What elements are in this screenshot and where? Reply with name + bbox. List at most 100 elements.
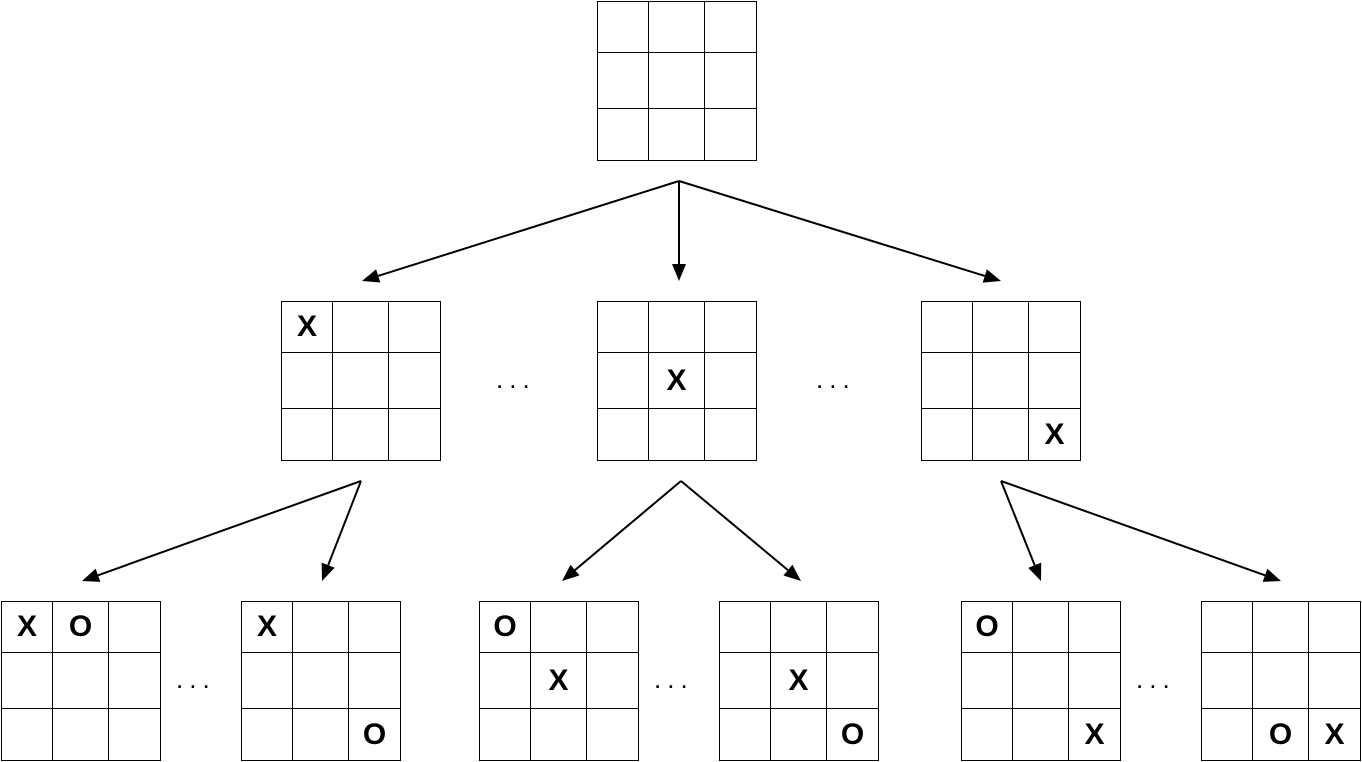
board-cell (648, 408, 705, 461)
board-cell (972, 408, 1029, 461)
board-cell: X (1, 601, 53, 653)
board-cell: X (770, 652, 827, 709)
arrowhead (1028, 562, 1042, 581)
board-cell (1, 652, 53, 709)
board-cell (281, 408, 333, 461)
arrowhead (82, 568, 101, 582)
board-cell (1068, 601, 1121, 653)
board-cell: X (530, 652, 587, 709)
board-cell (388, 301, 441, 353)
board-cell (1201, 601, 1253, 653)
board-cell (961, 708, 1013, 761)
arrowhead (783, 564, 801, 581)
arrowhead (362, 269, 381, 283)
board-cell (921, 352, 973, 409)
board-cell: X (648, 352, 705, 409)
board-cell (530, 708, 587, 761)
board-cell (921, 408, 973, 461)
arrowhead (562, 564, 580, 581)
board-cell (704, 108, 757, 161)
board-cell (719, 708, 771, 761)
board-cell (1028, 352, 1081, 409)
board-cell: O (479, 601, 531, 653)
board-cell (648, 301, 705, 353)
board-cell (1012, 601, 1069, 653)
tree-edge (1000, 480, 1266, 577)
board-cell (292, 708, 349, 761)
board-cell (332, 301, 389, 353)
board-cell (108, 601, 161, 653)
board-l1-b: X (597, 301, 757, 461)
board-cell (704, 352, 757, 409)
tree-edge (377, 180, 680, 277)
board-cell (241, 708, 293, 761)
board-cell (1201, 708, 1253, 761)
board-cell (479, 652, 531, 709)
board-cell (704, 52, 757, 109)
board-cell (648, 108, 705, 161)
board-cell (972, 352, 1029, 409)
board-cell (597, 408, 649, 461)
board-cell (348, 652, 401, 709)
board-cell (597, 1, 649, 53)
board-cell (530, 601, 587, 653)
board-l1-c: X (921, 301, 1081, 461)
board-cell (1, 708, 53, 761)
board-cell (826, 652, 879, 709)
ellipsis-l2-b: ... (654, 664, 694, 694)
board-cell: X (1068, 708, 1121, 761)
arrowhead (672, 264, 686, 281)
board-cell (1028, 301, 1081, 353)
board-cell (704, 301, 757, 353)
board-root (597, 1, 757, 161)
board-cell (597, 301, 649, 353)
board-cell: X (1308, 708, 1361, 761)
ellipsis-l1-right: ... (816, 364, 856, 394)
board-cell (388, 408, 441, 461)
ellipsis-l1-left: ... (496, 364, 536, 394)
board-l1-a: X (281, 301, 441, 461)
board-cell (586, 708, 639, 761)
arrowhead (982, 269, 1001, 283)
board-cell (586, 652, 639, 709)
ellipsis-l2-a: ... (176, 664, 216, 694)
arrowhead (321, 562, 335, 581)
board-cell (281, 352, 333, 409)
board-cell: O (961, 601, 1013, 653)
board-cell (1252, 652, 1309, 709)
board-cell (961, 652, 1013, 709)
board-cell: O (348, 708, 401, 761)
board-cell (1012, 652, 1069, 709)
tree-edge (680, 480, 789, 571)
board-cell (704, 1, 757, 53)
board-cell (719, 652, 771, 709)
board-cell (108, 652, 161, 709)
tree-edge (97, 480, 362, 577)
board-cell (332, 352, 389, 409)
board-cell (770, 708, 827, 761)
board-cell (1012, 708, 1069, 761)
board-cell (597, 108, 649, 161)
board-cell (648, 52, 705, 109)
board-cell: O (826, 708, 879, 761)
board-cell (972, 301, 1029, 353)
board-cell (597, 52, 649, 109)
board-cell: X (241, 601, 293, 653)
board-cell (1068, 652, 1121, 709)
board-cell (108, 708, 161, 761)
board-cell (704, 408, 757, 461)
board-cell (1308, 601, 1361, 653)
board-cell (241, 652, 293, 709)
tree-edge (574, 480, 682, 571)
arrowhead (1262, 568, 1281, 582)
board-cell (1252, 601, 1309, 653)
board-cell (597, 352, 649, 409)
board-cell (332, 408, 389, 461)
board-cell: X (281, 301, 333, 353)
